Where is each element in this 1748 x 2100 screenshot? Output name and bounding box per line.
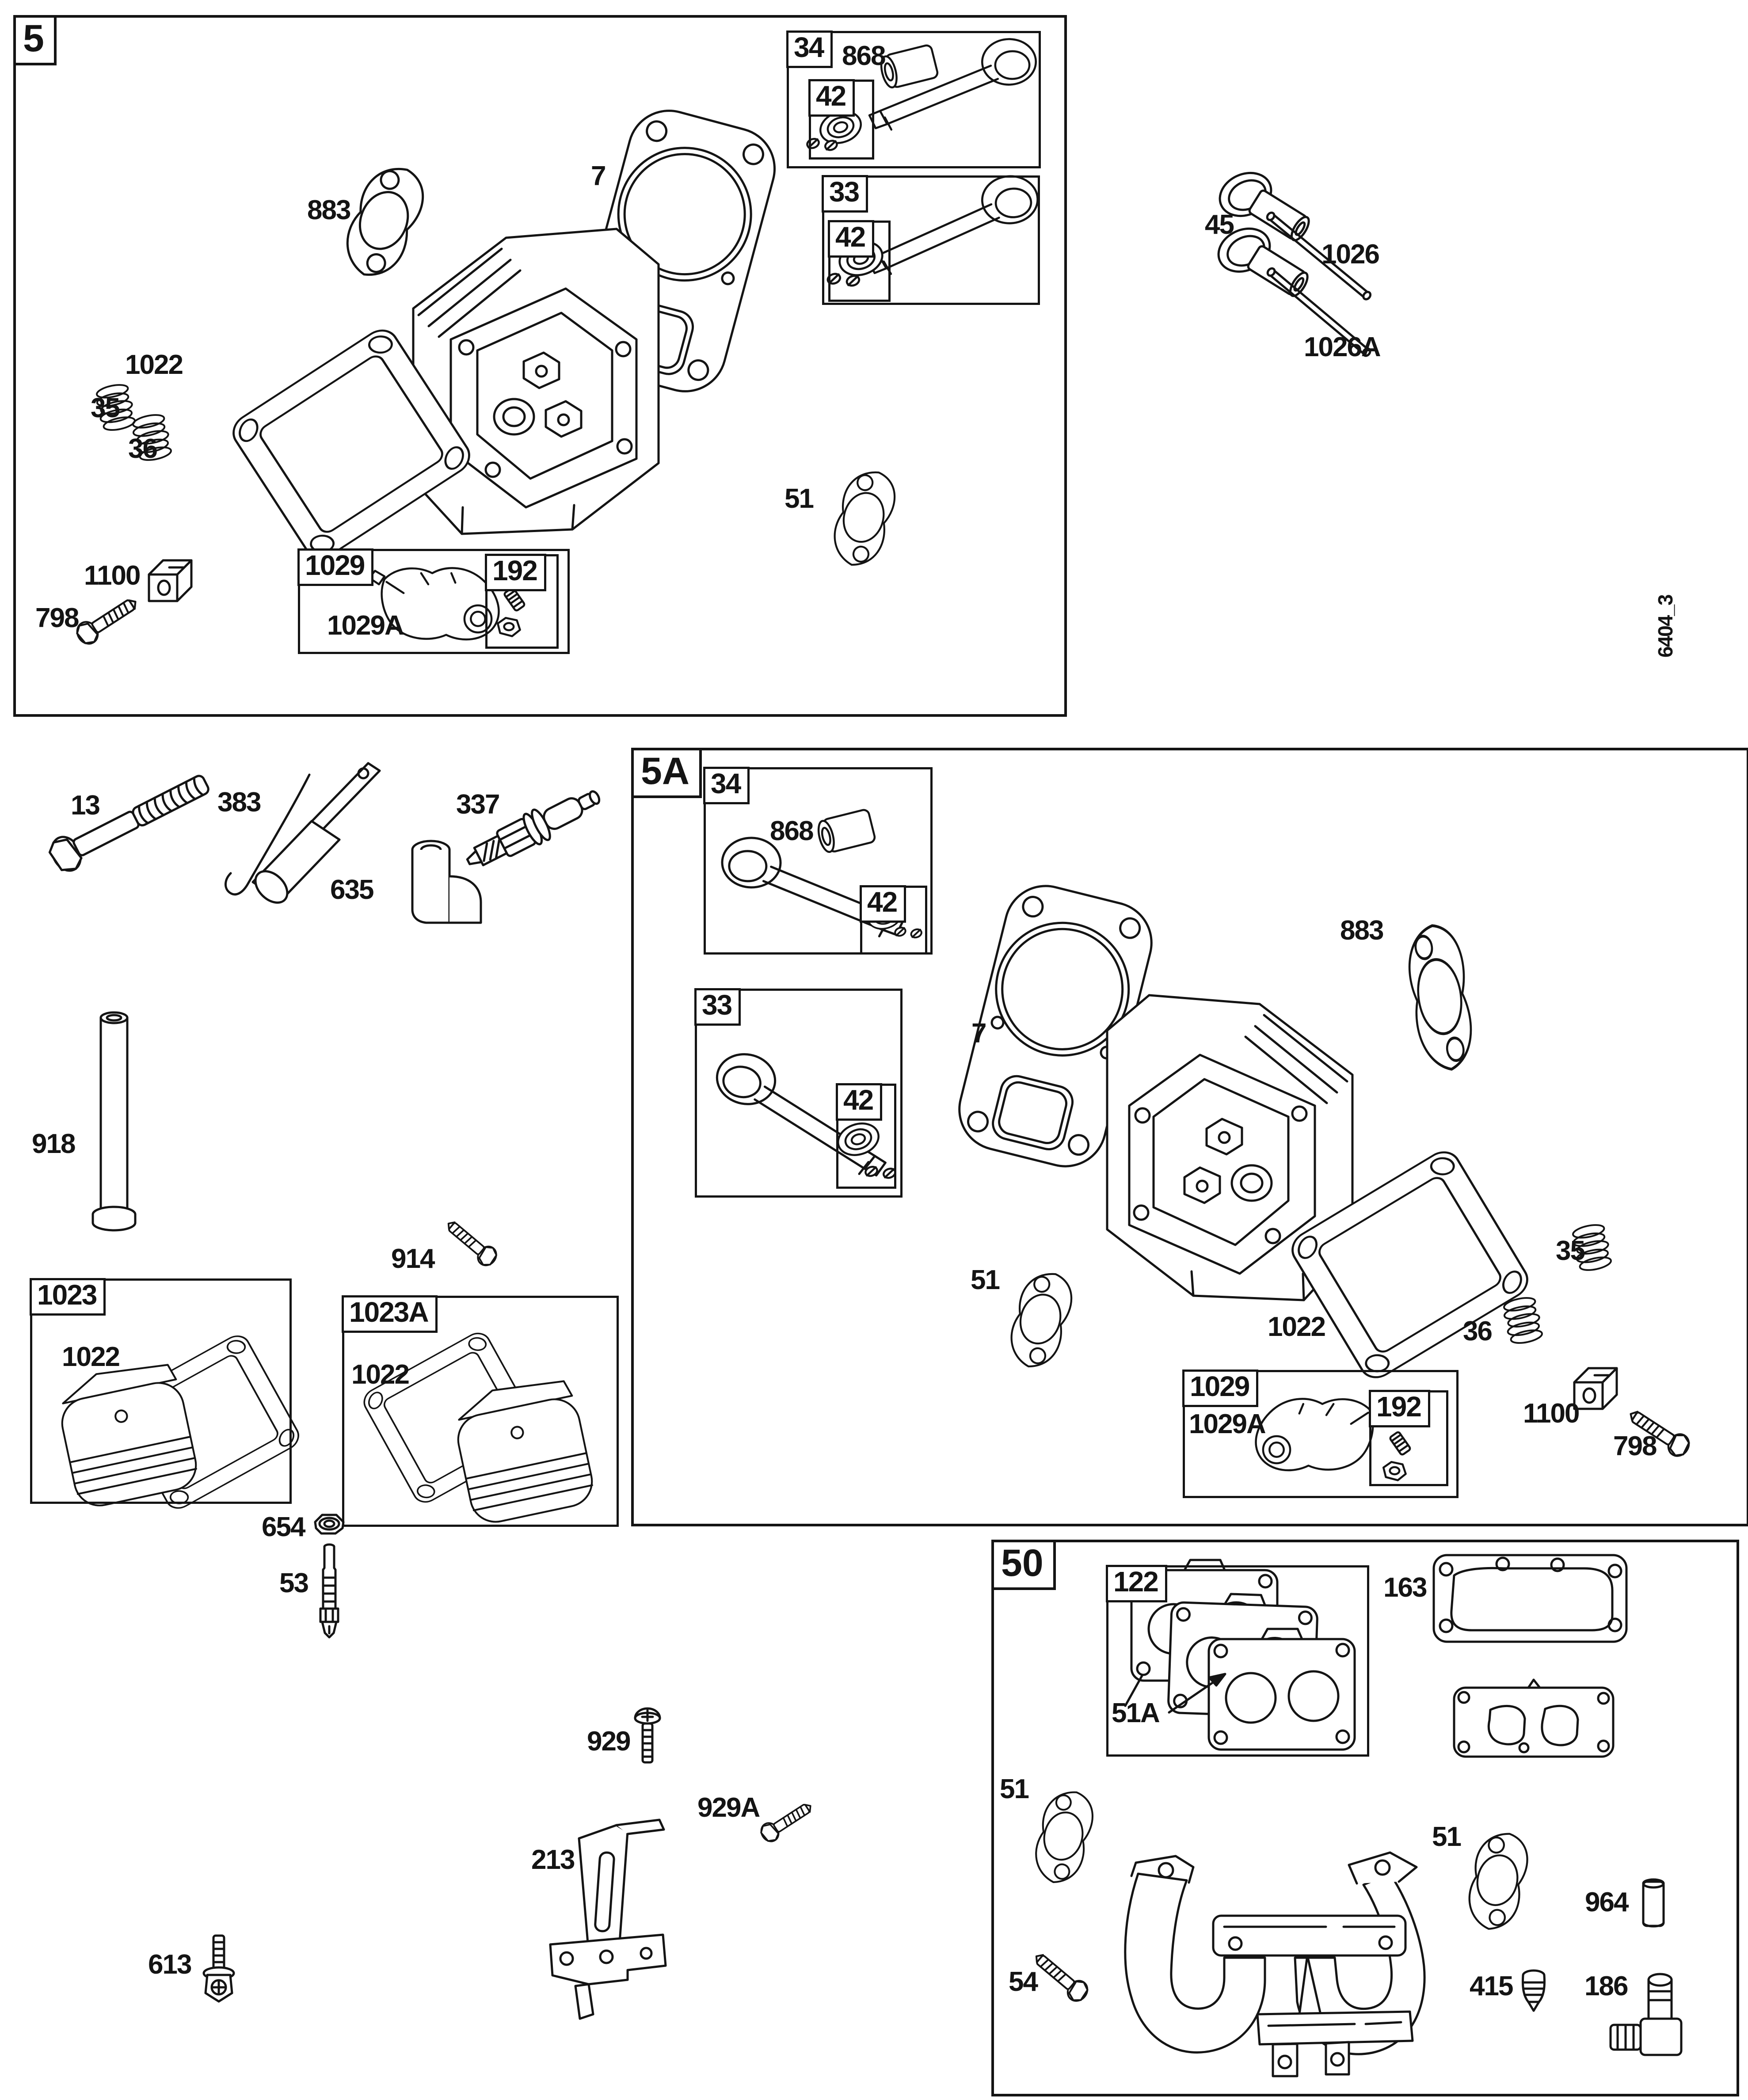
leader-line-51a [1124, 1674, 1144, 1707]
flange-nut-654 [315, 1515, 343, 1533]
plug-wrench-383 [225, 762, 381, 904]
screw-929a [757, 1797, 817, 1846]
dowel-pin-964 [1643, 1879, 1664, 1926]
intake-gasket-51-s5 [826, 465, 901, 571]
spark-plug-337 [461, 781, 606, 877]
exhaust-gasket-883-s5a [1404, 922, 1477, 1073]
screw-929 [635, 1708, 660, 1762]
screw-613 [204, 1936, 234, 2001]
rocker-pivot-1100-s5 [149, 560, 191, 601]
carb-gasket-51a [1209, 1629, 1355, 1750]
exhaust-manifold-50 [1124, 1851, 1426, 2077]
valve-guide-868-s5 [878, 44, 938, 90]
rocker-arm-1029a-s5 [369, 568, 499, 639]
cylinder-head-s5 [413, 229, 659, 534]
jam-nut-set-192-s5a [1383, 1431, 1411, 1480]
stud-53 [320, 1545, 338, 1637]
valve-guide-868-s5a [815, 809, 876, 854]
valve-keepers-42-s5a-34 [894, 926, 923, 939]
valve-spring-36-s5a [1500, 1294, 1545, 1347]
exhaust-valve-33-s5a [707, 1031, 887, 1194]
valve-spring-35-s5 [93, 381, 137, 434]
head-bolt-13 [46, 767, 213, 876]
rocker-arm-1029a-s5a [1256, 1399, 1386, 1470]
manifold-gasket-51-right [1463, 1828, 1532, 1934]
jam-nut-set-192-s5 [498, 587, 525, 636]
valve-seal-42-s5-33 [835, 236, 887, 280]
screw-914 [441, 1215, 501, 1270]
manifold-gasket-163 [1434, 1555, 1626, 1642]
exhaust-valve-33-s5 [865, 138, 1051, 311]
breather-valve-415 [1523, 1971, 1545, 2011]
rocker-screw-798-s5 [73, 592, 142, 647]
intake-gasket-51-s5a [1003, 1267, 1078, 1373]
elbow-fitting-186 [1611, 1974, 1681, 2055]
exhaust-gasket-883-s5 [335, 158, 432, 285]
leader-arrowhead-51a [1208, 1673, 1226, 1687]
intake-manifold-gasket [1454, 1680, 1613, 1757]
manifold-gasket-51-left [1029, 1786, 1098, 1888]
valve-spring-35-s5a [1569, 1221, 1614, 1274]
valve-seal-42-s5-34 [816, 107, 865, 148]
intake-valve-34-s5a [708, 794, 906, 980]
rocker-screw-798-s5a [1625, 1404, 1693, 1460]
bracket-213 [549, 1818, 667, 2020]
spark-plug-boot-635 [411, 840, 482, 924]
leader-arrow-51a [1168, 1679, 1218, 1714]
rocker-pivot-1100-s5a [1574, 1368, 1617, 1409]
manifold-screw-54 [1029, 1948, 1091, 2005]
oil-fill-tube-918 [93, 1012, 135, 1230]
valve-spring-36-s5 [129, 411, 174, 464]
